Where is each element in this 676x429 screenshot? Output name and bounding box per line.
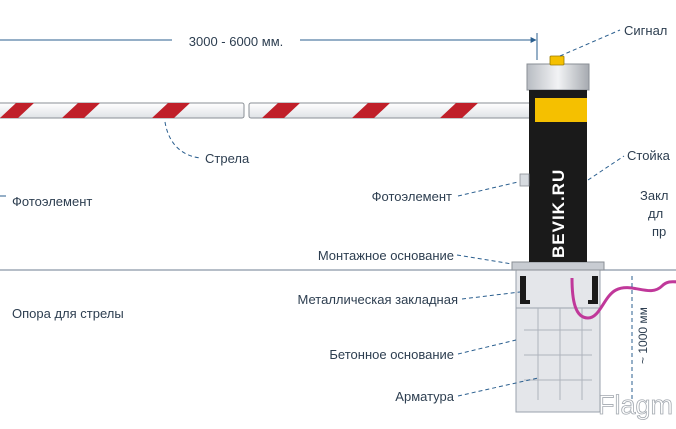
cable [570, 277, 676, 320]
mounting-base-label: Монтажное основание [318, 248, 454, 263]
metal-embed-anchor [588, 300, 598, 304]
boom-stripe [352, 103, 390, 118]
boom-label: Стрела [205, 151, 250, 166]
boom-stripe [62, 103, 100, 118]
post-leader [587, 155, 625, 181]
brand-label: BEVIK.RU [549, 169, 568, 258]
metal-embed-anchor [592, 276, 598, 304]
depth-label: ~ 1000 мм [636, 307, 650, 364]
photocell-left-label: Фотоэлемент [12, 194, 92, 209]
boom-mount [535, 98, 587, 122]
concrete-base-label: Бетонное основание [329, 347, 454, 362]
metal-embed-label: Металлическая закладная [298, 292, 458, 307]
embed-label-line3: пр [652, 224, 666, 239]
concrete-block [515, 269, 601, 413]
boom-support-label: Опора для стрелы [12, 306, 124, 321]
photocell-right-label: Фотоэлемент [372, 189, 452, 204]
boom-segment-left [0, 102, 245, 119]
post-photocell [519, 173, 530, 187]
concrete-foundation [515, 269, 601, 413]
embed-leader [461, 291, 521, 300]
concrete-leader [457, 339, 517, 355]
rebar-label: Арматура [395, 389, 454, 404]
post-cap [526, 63, 590, 91]
signal-label: Сигнал [624, 23, 667, 38]
mounting-base-plate [511, 261, 605, 271]
boom-stripe [152, 103, 190, 118]
boom-stripe [262, 103, 300, 118]
boom [0, 102, 542, 119]
mounting-leader [456, 254, 513, 265]
post-label: Стойка [627, 148, 671, 163]
boom-stripe [0, 103, 34, 118]
metal-embed-anchor [520, 300, 530, 304]
embed-label-line2: дл [648, 206, 663, 221]
metal-embed-anchor [520, 276, 526, 304]
signal-lamp [549, 55, 565, 66]
photocell-leader [457, 181, 519, 197]
boom-stripe [440, 103, 478, 118]
watermark: Flagm [598, 390, 673, 420]
dimension-label: 3000 - 6000 мм. [189, 34, 284, 49]
embed-label-line1: Закл [640, 188, 669, 203]
signal-leader [559, 29, 621, 57]
barrier-post: BEVIK.RU [519, 55, 590, 262]
boom-leader [164, 121, 201, 159]
